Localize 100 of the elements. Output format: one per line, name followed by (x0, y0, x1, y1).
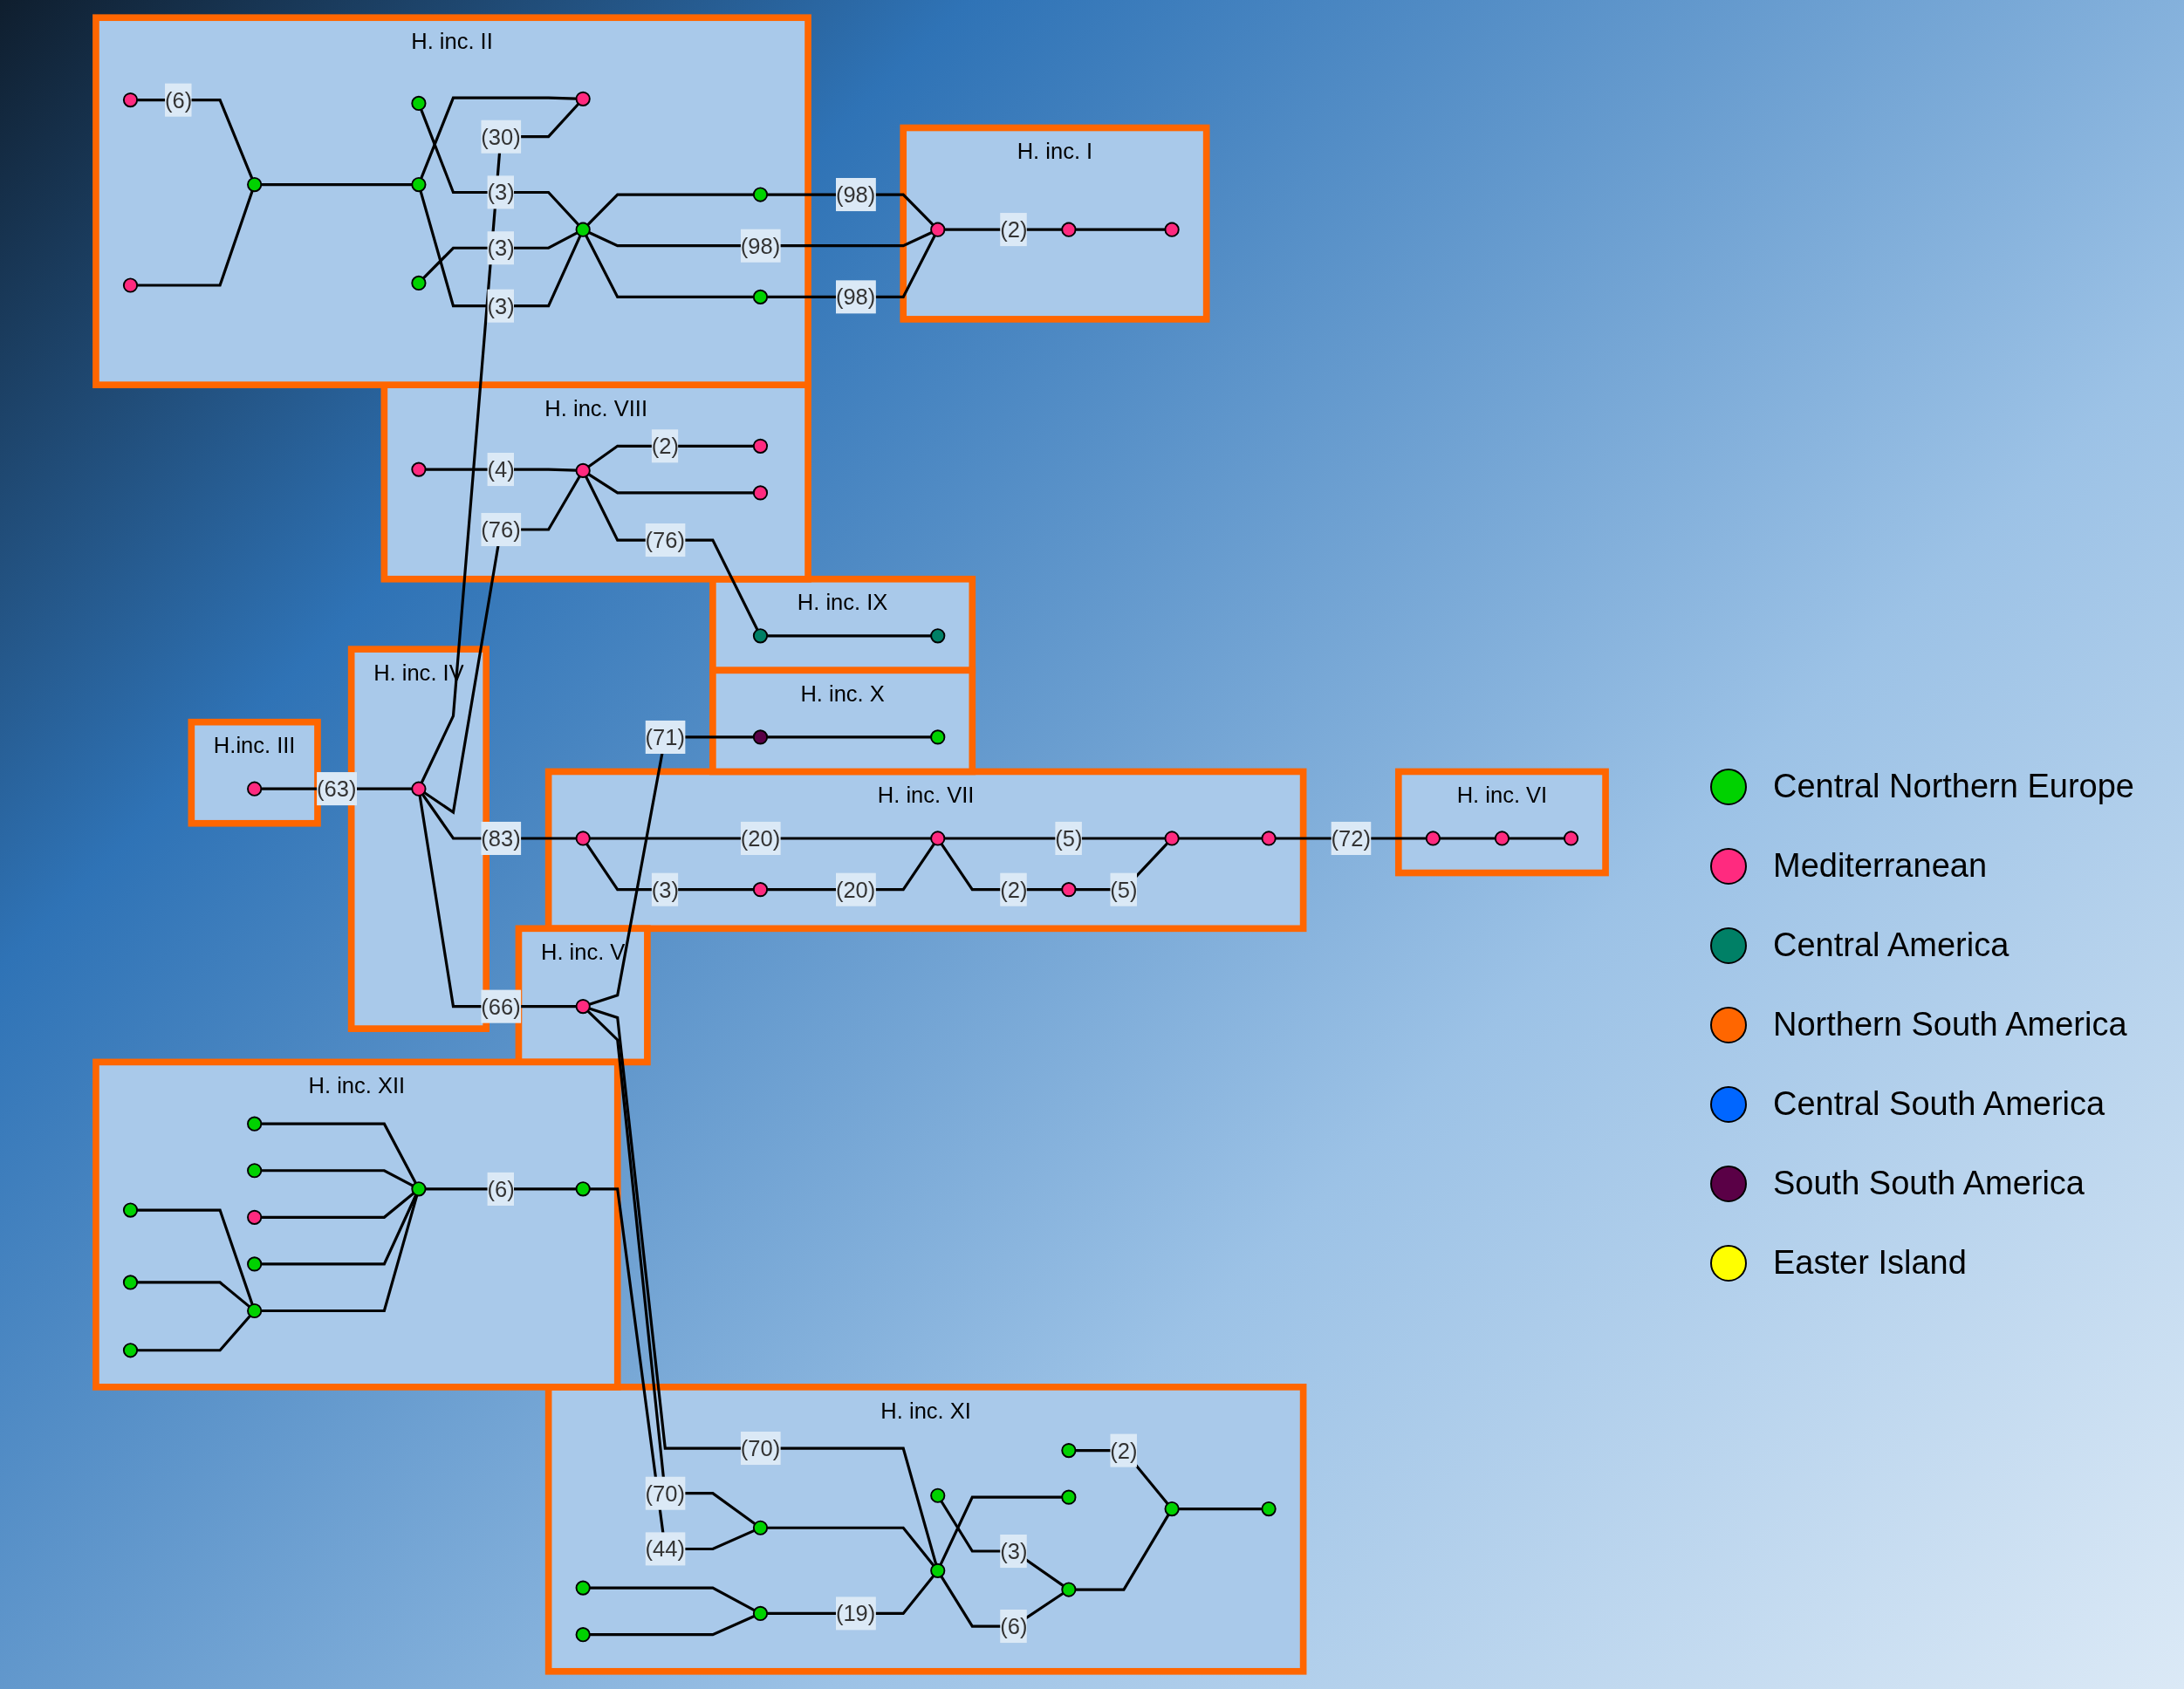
connector (1440, 837, 1496, 840)
node-circle (122, 277, 139, 293)
node-circle (752, 628, 769, 644)
node-circle (247, 1209, 263, 1225)
connector (420, 96, 577, 180)
connector (767, 735, 932, 739)
connector (588, 1007, 938, 1565)
edge-label: (70) (645, 1480, 685, 1506)
node-circle (247, 1163, 263, 1179)
edge-label: (3) (651, 877, 679, 902)
edge-label: (6) (487, 1176, 515, 1201)
node-circle (752, 1605, 769, 1622)
edge-label: (2) (651, 434, 679, 459)
edge-label: (4) (487, 457, 515, 482)
connector (137, 1315, 251, 1352)
cluster: H. inc. VI (1394, 768, 1609, 877)
node-circle (930, 1487, 946, 1503)
connector (261, 182, 413, 187)
node-circle (575, 222, 591, 237)
node-circle (575, 91, 591, 106)
connector (261, 1194, 419, 1313)
edge-label: (2) (1110, 1438, 1138, 1463)
node-circle (930, 1562, 946, 1578)
connector (586, 193, 754, 226)
node-circle (247, 1116, 263, 1132)
node-circle (1563, 831, 1579, 846)
node-circle (930, 628, 946, 644)
edge-label: (30) (481, 124, 521, 149)
node-circle (1061, 1582, 1077, 1597)
edge-label: (98) (835, 182, 876, 208)
node-circle (411, 781, 427, 797)
connector (137, 190, 254, 287)
legend-label: Central South America (1773, 1085, 2105, 1123)
connector (137, 1208, 254, 1305)
edge-label: (3) (487, 293, 515, 318)
node-circle (122, 1202, 139, 1218)
connector (261, 1192, 414, 1219)
legend-label: Northern South America (1773, 1006, 2127, 1043)
node-circle (1164, 1501, 1180, 1517)
connector (588, 735, 754, 1006)
legend-label: Central Northern Europe (1773, 768, 2134, 805)
cluster: H. inc. X (709, 667, 976, 776)
edge-label: (3) (1000, 1538, 1028, 1564)
connector (589, 1615, 756, 1637)
edge-label: (20) (835, 877, 876, 902)
node-circle (1061, 222, 1077, 237)
edge-label: (6) (1000, 1614, 1028, 1639)
edge-label: (19) (835, 1601, 876, 1626)
edge-label: (72) (1331, 825, 1371, 851)
connector (422, 231, 579, 280)
node-circle (1261, 831, 1277, 846)
connector (589, 1586, 756, 1612)
node-circle (1494, 831, 1510, 846)
connector (419, 190, 582, 308)
connector (137, 1281, 250, 1308)
node-circle (122, 1343, 139, 1358)
node-circle (752, 289, 769, 304)
legend-label: Central America (1773, 927, 2009, 964)
edge-label: (5) (1055, 825, 1083, 851)
node-circle (575, 1627, 591, 1643)
connector (586, 1009, 757, 1526)
connector (1509, 837, 1564, 840)
node-circle (1164, 222, 1180, 237)
edge-label: (2) (1000, 217, 1028, 243)
connector (423, 475, 581, 815)
node-circle (930, 222, 946, 237)
node-circle (411, 95, 427, 112)
edge-label: (76) (481, 516, 521, 543)
legend-label: Easter Island (1773, 1244, 1967, 1282)
edge-label: (98) (740, 233, 781, 258)
node-circle (411, 1181, 427, 1197)
connector (261, 1122, 417, 1184)
node-circle (1061, 882, 1077, 898)
node-circle (1164, 831, 1180, 846)
edge-label: (3) (487, 236, 515, 261)
node-circle (752, 882, 769, 898)
edge-label: (5) (1110, 877, 1138, 902)
node-circle (247, 1303, 263, 1319)
node-circle (930, 729, 946, 745)
edge-label: (98) (835, 284, 876, 310)
edge-label: (71) (645, 724, 685, 749)
edge-label: (2) (1000, 877, 1028, 902)
node-circle (575, 462, 591, 478)
node-circle (575, 1181, 591, 1197)
connector (261, 1169, 414, 1187)
connector (589, 1187, 756, 1551)
connector (261, 1194, 418, 1266)
connector (767, 1526, 935, 1567)
connector (1178, 1507, 1263, 1511)
node-circle (1061, 1489, 1077, 1505)
connector (939, 1495, 1063, 1566)
connector (420, 102, 580, 783)
node-circle (247, 176, 263, 193)
connector (585, 235, 754, 298)
node-circle (752, 485, 769, 501)
node-circle (575, 1580, 591, 1596)
connector (1178, 837, 1263, 840)
connector (767, 634, 932, 638)
connector (587, 473, 754, 495)
connector (420, 109, 580, 226)
